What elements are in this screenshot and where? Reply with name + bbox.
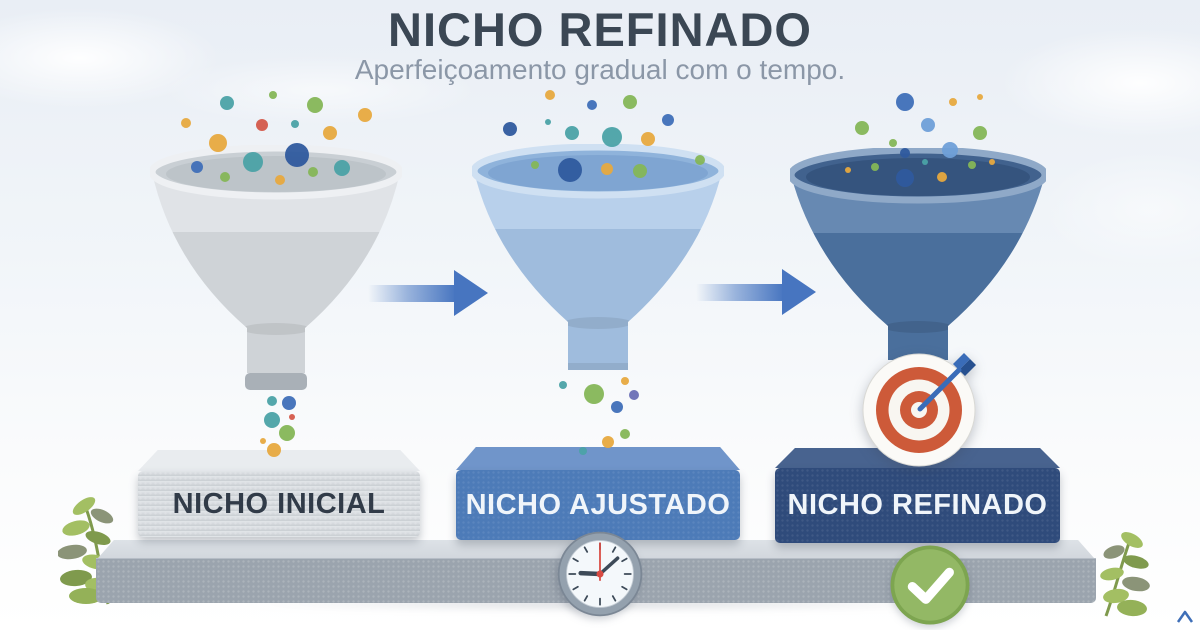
particle-dot [662, 114, 674, 126]
particle-dot [181, 118, 191, 128]
arrow-right-icon [696, 269, 816, 315]
particle-dot [587, 100, 597, 110]
particle-dot [621, 377, 629, 385]
block-top-face [456, 447, 740, 470]
block-front-face: NICHO AJUSTADO [456, 470, 740, 540]
block-top-face [138, 450, 420, 471]
particle-dot [855, 121, 869, 135]
stage-label-ajustado: NICHO AJUSTADO [465, 488, 731, 521]
particle-dot [921, 118, 935, 132]
particle-dot [260, 438, 266, 444]
block-front-face: NICHO INICIAL [138, 471, 420, 537]
cloud-shape [160, 55, 480, 125]
funnel-initial-icon [150, 145, 402, 390]
arrow-shaft [368, 285, 456, 302]
arrow-shaft [696, 284, 784, 301]
stage-label-inicial: NICHO INICIAL [172, 487, 386, 520]
stage-block-inicial: NICHO INICIAL [138, 450, 420, 537]
particle-dot [267, 396, 277, 406]
arrow-head [782, 269, 816, 315]
particle-dot [545, 119, 551, 125]
particle-dot [611, 401, 623, 413]
particle-dot [973, 126, 987, 140]
particle-dot [896, 93, 914, 111]
funnel-refined-icon [790, 148, 1046, 360]
particle-dot [584, 384, 604, 404]
particle-dot [977, 94, 983, 100]
page-subtitle: Aperfeiçoamento gradual com o tempo. [354, 54, 846, 85]
particle-dot [323, 126, 337, 140]
particle-dot [545, 90, 555, 100]
cloud-shape [1040, 150, 1200, 270]
particle-dot [565, 126, 579, 140]
particle-dot [949, 98, 957, 106]
page-title: NICHO REFINADO [388, 3, 812, 56]
particle-dot [264, 412, 280, 428]
clock-icon [557, 531, 643, 617]
particle-dot [559, 381, 567, 389]
particle-dot [629, 390, 639, 400]
target-icon [862, 353, 976, 467]
check-icon [890, 545, 970, 625]
arrow-right-icon [368, 270, 488, 316]
plant-icon [1100, 532, 1150, 617]
particle-dot [289, 414, 295, 420]
particle-dot [623, 95, 637, 109]
funnel-adjusted-icon [472, 144, 724, 370]
arrow-head [454, 270, 488, 316]
particle-dot [889, 139, 897, 147]
caret-watermark-icon [1176, 610, 1194, 623]
particle-dot [503, 122, 517, 136]
block-front-face: NICHO REFINADO [775, 468, 1060, 543]
dart-icon [917, 353, 976, 412]
stage-block-ajustado: NICHO AJUSTADO [456, 447, 740, 540]
particle-dot [620, 429, 630, 439]
minute-hand [598, 556, 620, 576]
particle-dot [282, 396, 296, 410]
stage-label-refinado: NICHO REFINADO [787, 489, 1048, 521]
particle-dot [279, 425, 295, 441]
